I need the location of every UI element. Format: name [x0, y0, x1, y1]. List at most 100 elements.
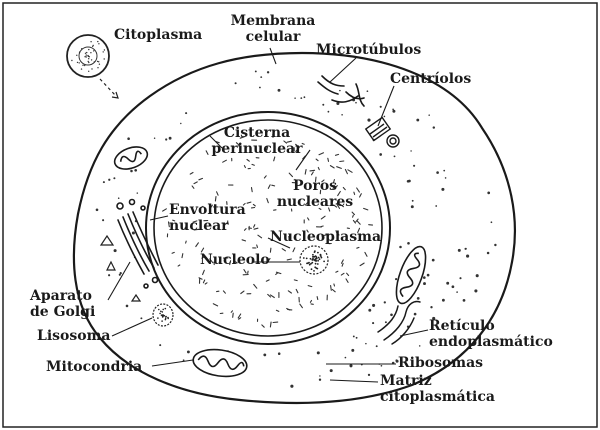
- cytoplasm-dot: [102, 219, 105, 222]
- nucleoplasm-dash: [202, 269, 205, 276]
- nucleolus-granule: [320, 256, 323, 259]
- nucleoplasm-dash: [286, 140, 292, 143]
- cytoplasm-dot: [490, 221, 493, 224]
- cytoplasm-dot: [113, 249, 117, 253]
- nucleoplasm-dash: [198, 177, 204, 181]
- cytoplasm-dot: [234, 82, 237, 85]
- cytoplasm-dot: [379, 153, 383, 156]
- nucleoplasm-dash: [214, 196, 217, 202]
- nucleoplasm-dash: [202, 279, 206, 284]
- cytoplasm-dot: [277, 352, 281, 355]
- cytoplasm-dot: [318, 378, 322, 381]
- inset-dot: [102, 51, 104, 53]
- label-ribosomas: Ribosomas: [398, 355, 484, 371]
- nucleoplasm-dash: [195, 242, 199, 248]
- cytoplasm-dot: [464, 248, 467, 250]
- nucleoplasm-dash: [344, 168, 348, 175]
- nucleoplasm-dash: [200, 247, 205, 253]
- cytoplasm-dot: [127, 137, 130, 140]
- cytoplasm-dot: [344, 356, 347, 359]
- cytoplasm-dot: [443, 169, 446, 172]
- inset-dot: [88, 70, 90, 73]
- nucleoplasm-dash: [184, 224, 188, 230]
- nucleolus-granule: [310, 268, 313, 271]
- nucleolus-granule: [312, 255, 314, 258]
- nucleolus-granule: [317, 251, 319, 254]
- nucleoplasm-dash: [307, 217, 310, 221]
- nucleoplasm-dash: [356, 187, 360, 193]
- nucleoplasm-dash: [237, 313, 242, 319]
- cytoplasm-dot: [474, 289, 478, 293]
- inset-dot: [97, 67, 99, 69]
- lysosome-granule: [160, 314, 163, 317]
- nucleoplasm-dash: [204, 282, 208, 285]
- cytoplasm-dot: [140, 317, 143, 320]
- nucleolus-granule: [310, 262, 312, 265]
- nucleolus-granule: [315, 257, 318, 260]
- inset-dot: [90, 59, 93, 61]
- cytoplasm-dot: [316, 351, 320, 355]
- nucleoplasm-dash: [222, 290, 226, 294]
- nucleoplasm-dash: [267, 293, 272, 298]
- cytoplasm-dot: [462, 299, 466, 302]
- cytoplasm-dot: [451, 285, 455, 289]
- nucleoplasm-dash: [239, 136, 245, 139]
- nucleoplasm-dash: [267, 184, 271, 189]
- nucleoplasm-dash: [242, 202, 246, 206]
- nucleoplasm-dash: [292, 247, 296, 253]
- nucleoplasm-dash: [171, 251, 175, 254]
- cytoplasm-dot: [153, 137, 156, 139]
- cytoplasm-dot: [416, 297, 420, 300]
- inset-dot: [82, 64, 84, 67]
- nucleoplasm-dash: [253, 227, 259, 230]
- label-aparato-de-golgi-line1: Aparato: [30, 288, 92, 304]
- nucleoplasm-dash: [327, 157, 330, 162]
- cytoplasm-dot: [383, 115, 386, 118]
- nucleoplasm-dash: [209, 258, 214, 264]
- nucleoplasm-dash: [191, 185, 195, 189]
- nucleoplasm-dash: [192, 220, 198, 223]
- cytoplasm-dot: [352, 335, 355, 338]
- label-poros-nucleares-line2: nucleares: [276, 194, 354, 210]
- lysosome-granule: [164, 317, 167, 320]
- nucleoplasm-dash: [253, 224, 256, 228]
- cytoplasm-dot: [277, 88, 281, 92]
- cytoplasm-dot: [407, 241, 410, 245]
- nucleoplasm-dash: [246, 158, 250, 162]
- nucleolus-granule: [308, 263, 311, 266]
- cytoplasm-dot: [428, 114, 430, 116]
- cytoplasm-dot: [406, 179, 410, 183]
- cytoplasm-dot: [487, 191, 491, 195]
- cytoplasm-dot: [125, 304, 129, 308]
- lysosome: [152, 303, 174, 327]
- inset-dot: [87, 60, 89, 63]
- centrioles: [364, 116, 400, 148]
- inset-dot: [98, 63, 101, 65]
- label-aparato-de-golgi-line2: de Golgi: [30, 304, 96, 320]
- cytoplasm-dot: [390, 313, 393, 317]
- nucleoplasm-dash: [317, 166, 320, 171]
- nucleoplasm-dash: [269, 294, 275, 299]
- cytoplasm-dot: [436, 171, 439, 174]
- label-reticulo-endoplasmatico-line1: Retículo: [429, 318, 495, 334]
- nucleoplasm-dash: [299, 303, 303, 309]
- inset-dot: [90, 52, 92, 54]
- cytoplasm-dot: [131, 231, 135, 235]
- nucleoplasm-dash: [295, 148, 299, 153]
- cytoplasm-dot: [444, 177, 447, 179]
- nucleoplasm-dash: [275, 272, 278, 276]
- cytoplasm-dot: [441, 187, 445, 191]
- nucleolus-granule: [309, 257, 312, 260]
- cytoplasm-dot: [355, 101, 357, 104]
- nucleolus-granule: [307, 262, 309, 265]
- nucleoplasm-dash: [295, 143, 300, 148]
- nucleoplasm-dash: [359, 262, 365, 267]
- nucleoplasm-dash: [342, 186, 346, 191]
- inset-dot: [86, 51, 88, 54]
- nucleoplasm-dash: [304, 168, 307, 175]
- nucleoplasm-dash: [266, 197, 269, 204]
- cytoplasm-dot: [327, 110, 330, 113]
- cytoplasm-dots: [95, 70, 497, 388]
- nucleolus-granule: [323, 260, 325, 263]
- nucleoplasm-dash: [234, 260, 238, 264]
